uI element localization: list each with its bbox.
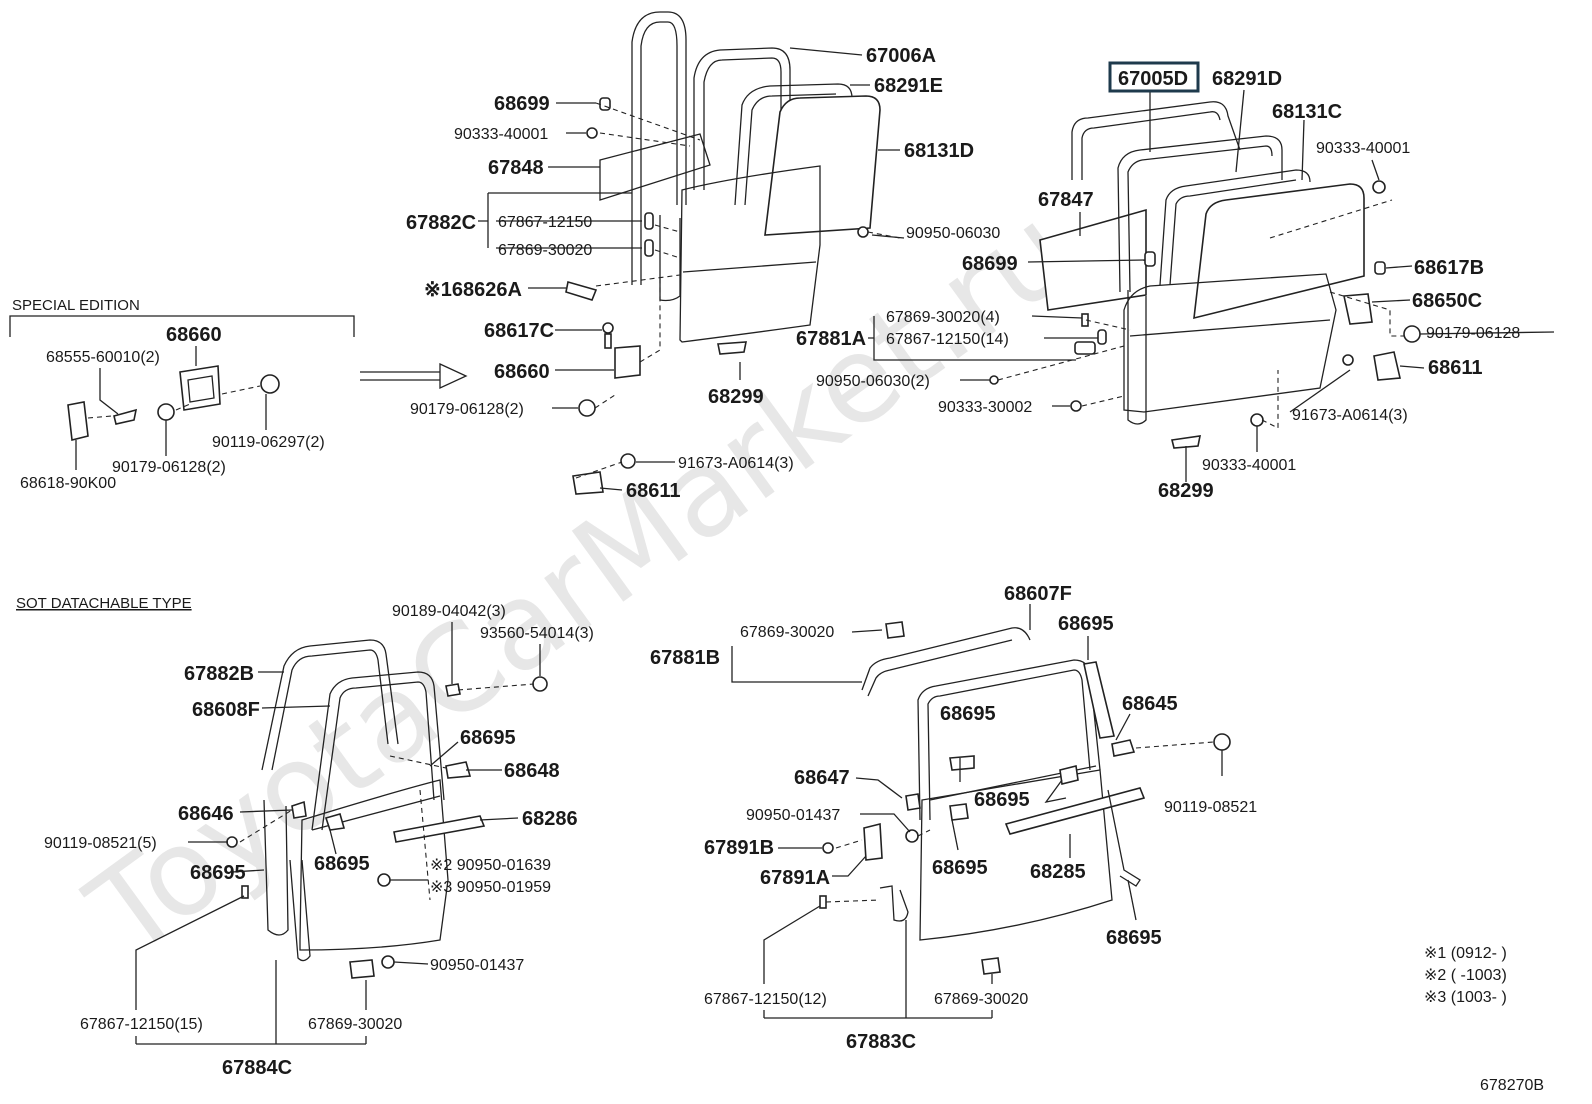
sot-left-assembly bbox=[226, 639, 548, 979]
label-68291D: 68291D bbox=[1212, 68, 1282, 90]
rear-door-assembly bbox=[989, 101, 1421, 449]
label-68695-g: 68695 bbox=[932, 857, 988, 879]
label-68645: 68645 bbox=[1122, 693, 1178, 715]
label-68695-f: 68695 bbox=[974, 789, 1030, 811]
label-67882B: 67882B bbox=[184, 663, 254, 685]
label-67869-30020-b: 67869-30020 bbox=[308, 1016, 402, 1033]
highlight-box bbox=[1108, 61, 1200, 93]
label-67847: 67847 bbox=[1038, 189, 1094, 211]
label-68555-60010: 68555-60010(2) bbox=[46, 349, 160, 366]
label-93560-54014: 93560-54014(3) bbox=[480, 625, 594, 642]
label-90333-40001-c: 90333-40001 bbox=[1202, 457, 1296, 474]
label-90179-06128-2: 90179-06128(2) bbox=[410, 401, 524, 418]
label-68646: 68646 bbox=[178, 803, 234, 825]
label-90950-06030-2: 90950-06030(2) bbox=[816, 373, 930, 390]
label-90119-08521-5: 90119-08521(5) bbox=[44, 835, 157, 852]
label-90950-01639: ※2 90950-01639 bbox=[430, 857, 551, 874]
label-90179-06128-b: 90179-06128 bbox=[1426, 325, 1520, 342]
label-68695-d: 68695 bbox=[1058, 613, 1114, 635]
label-68131D: 68131D bbox=[904, 140, 974, 162]
label-67881A: 67881A bbox=[796, 328, 866, 350]
label-90119-06297: 90119-06297(2) bbox=[212, 434, 325, 451]
label-67867-12150-a: 67867-12150 bbox=[498, 214, 592, 231]
label-67867-12150-14: 67867-12150(14) bbox=[886, 331, 1009, 348]
label-68695-h: 68695 bbox=[1106, 927, 1162, 949]
label-90179-06128-2b: 90179-06128(2) bbox=[112, 459, 226, 476]
label-68660-b: 68660 bbox=[166, 324, 222, 346]
label-90333-40001-a: 90333-40001 bbox=[454, 126, 548, 143]
label-68648: 68648 bbox=[504, 760, 560, 782]
note-3: ※3 (1003- ) bbox=[1424, 989, 1507, 1006]
label-68626A: ※168626A bbox=[424, 279, 522, 301]
label-68299-a: 68299 bbox=[708, 386, 764, 408]
part-labels: 67006A 68291E 68131D 68699 90333-40001 6… bbox=[12, 45, 1544, 1094]
label-68660-a: 68660 bbox=[494, 361, 550, 383]
label-67869-30020-4: 67869-30020(4) bbox=[886, 309, 1000, 326]
label-90950-01437-a: 90950-01437 bbox=[430, 957, 524, 974]
label-68695-e: 68695 bbox=[940, 703, 996, 725]
leader-lines bbox=[75, 47, 1555, 1045]
label-67869-30020-c: 67869-30020 bbox=[740, 624, 834, 641]
special-edition-inset bbox=[9, 315, 468, 441]
front-door-assembly bbox=[565, 11, 901, 495]
section-special-edition: SPECIAL EDITION bbox=[12, 297, 140, 314]
label-68695-b: 68695 bbox=[190, 862, 246, 884]
label-68131C: 68131C bbox=[1272, 101, 1342, 123]
label-68617B: 68617B bbox=[1414, 257, 1484, 279]
label-67869-30020-d: 67869-30020 bbox=[934, 991, 1028, 1008]
label-68286: 68286 bbox=[522, 808, 578, 830]
label-91673-A0614-3-b: 91673-A0614(3) bbox=[1292, 407, 1408, 424]
label-68617C: 68617C bbox=[484, 320, 554, 342]
label-68699-top: 68699 bbox=[494, 93, 550, 115]
label-67867-12150-15: 67867-12150(15) bbox=[80, 1016, 203, 1033]
label-68607F: 68607F bbox=[1004, 583, 1072, 605]
label-90950-01437-b: 90950-01437 bbox=[746, 807, 840, 824]
label-67006A: 67006A bbox=[866, 45, 936, 67]
label-68299-b: 68299 bbox=[1158, 480, 1214, 502]
label-67891A: 67891A bbox=[760, 867, 830, 889]
label-90333-40001-b: 90333-40001 bbox=[1316, 140, 1410, 157]
label-67883C: 67883C bbox=[846, 1031, 916, 1053]
label-91673-A0614-3-a: 91673-A0614(3) bbox=[678, 455, 794, 472]
figure-id: 678270B bbox=[1480, 1077, 1544, 1094]
note-2: ※2 ( -1003) bbox=[1424, 967, 1507, 984]
label-90119-08521: 90119-08521 bbox=[1164, 799, 1257, 816]
label-67869-30020-a: 67869-30020 bbox=[498, 242, 592, 259]
label-67882C: 67882C bbox=[406, 212, 476, 234]
label-68647: 68647 bbox=[794, 767, 850, 789]
label-67884C: 67884C bbox=[222, 1057, 292, 1079]
label-68285: 68285 bbox=[1030, 861, 1086, 883]
label-68608F: 68608F bbox=[192, 699, 260, 721]
label-68291E: 68291E bbox=[874, 75, 943, 97]
label-68650C: 68650C bbox=[1412, 290, 1482, 312]
label-67005D[interactable]: 67005D bbox=[1118, 68, 1188, 90]
label-67848: 67848 bbox=[488, 157, 544, 179]
label-68695-c: 68695 bbox=[314, 853, 370, 875]
label-67891B: 67891B bbox=[704, 837, 774, 859]
label-67881B: 67881B bbox=[650, 647, 720, 669]
section-sot-type: SOT DATACHABLE TYPE bbox=[16, 595, 192, 612]
note-1: ※1 (0912- ) bbox=[1424, 945, 1507, 962]
label-68611-a: 68611 bbox=[626, 480, 681, 502]
label-68618-90K00: 68618-90K00 bbox=[20, 475, 116, 492]
label-68695-a: 68695 bbox=[460, 727, 516, 749]
sot-right-assembly bbox=[819, 621, 1231, 975]
label-90950-06030-a: 90950-06030 bbox=[906, 225, 1000, 242]
label-67867-12150-12: 67867-12150(12) bbox=[704, 991, 827, 1008]
label-68699-right: 68699 bbox=[962, 253, 1018, 275]
label-90950-01959: ※3 90950-01959 bbox=[430, 879, 551, 896]
label-68611-b: 68611 bbox=[1428, 357, 1483, 379]
label-90333-30002: 90333-30002 bbox=[938, 399, 1032, 416]
label-90189-04042: 90189-04042(3) bbox=[392, 603, 506, 620]
